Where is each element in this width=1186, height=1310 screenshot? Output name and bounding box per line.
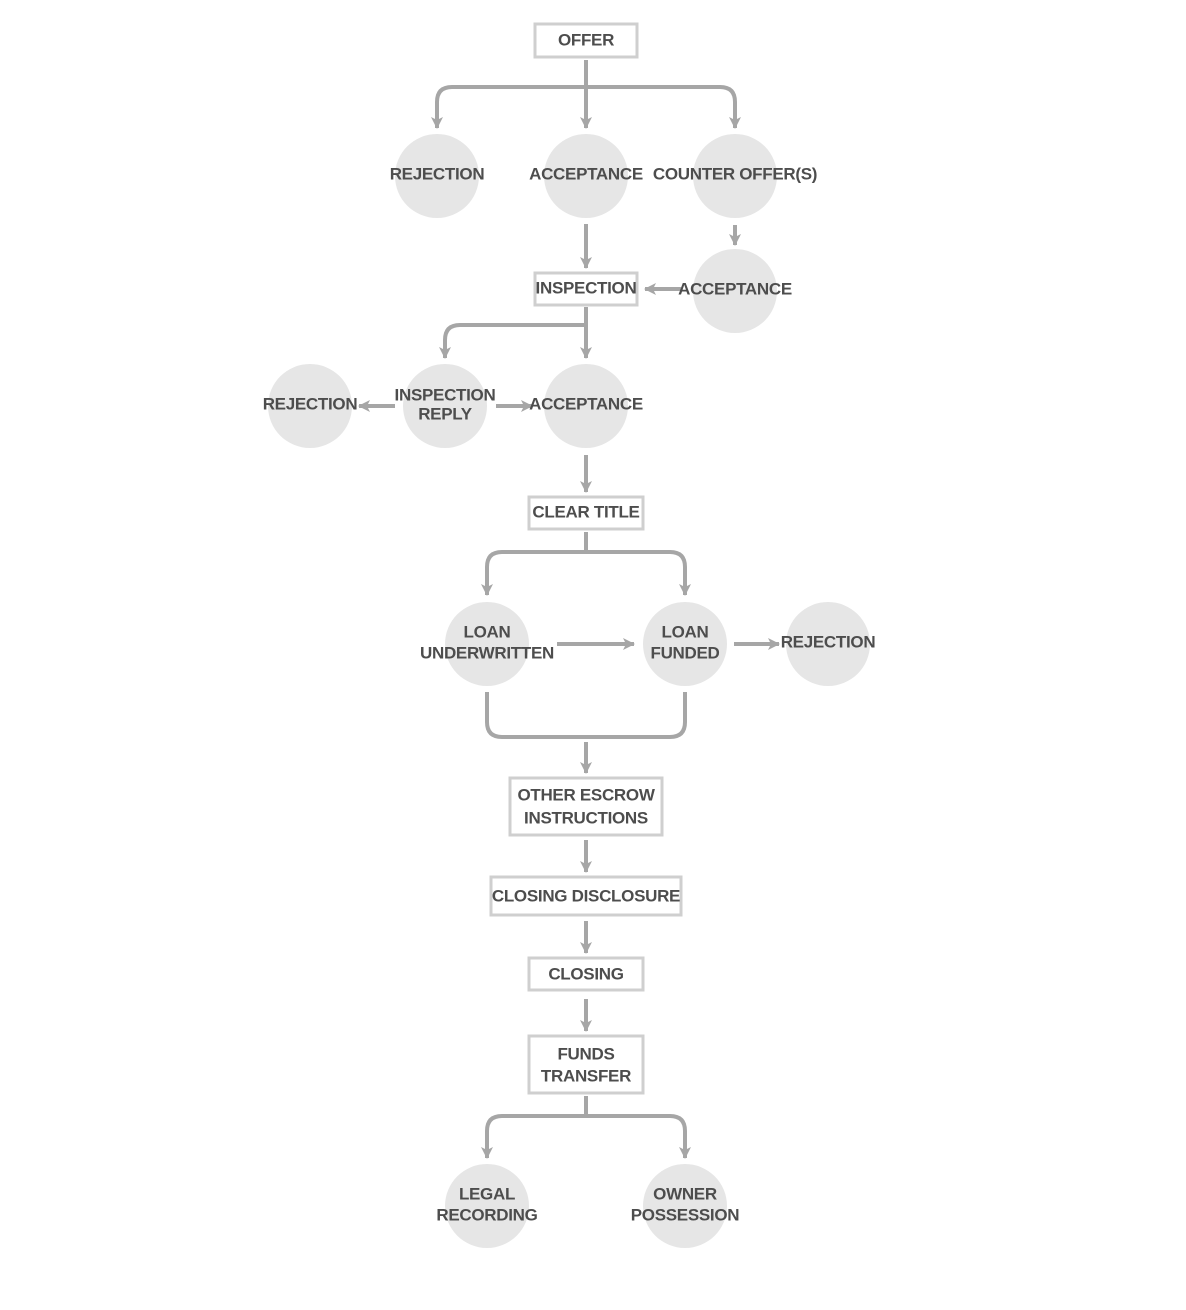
connector-title-to-underwritten [481, 550, 586, 596]
connector-offer-to-counter-offers [586, 85, 741, 129]
node-inspection-label: INSPECTION [536, 278, 637, 297]
node-inspection-reply: INSPECTION REPLY [395, 364, 496, 448]
node-closing: CLOSING [527, 956, 645, 992]
node-funds-transfer-label-line2: TRANSFER [541, 1066, 631, 1085]
connector-offer-to-rejection [431, 85, 586, 129]
node-acceptance-2: ACCEPTANCE [678, 249, 792, 333]
node-other-escrow-label-line2: INSTRUCTIONS [524, 808, 648, 827]
node-closing-disclosure: CLOSING DISCLOSURE [489, 875, 683, 917]
node-acceptance-1: ACCEPTANCE [529, 134, 643, 218]
node-rejection-2-label: REJECTION [263, 394, 358, 413]
node-rejection-3: REJECTION [781, 602, 876, 686]
node-offer: OFFER [533, 22, 639, 59]
node-acceptance-2-label: ACCEPTANCE [678, 279, 792, 298]
node-inspection-reply-label-line1: INSPECTION [395, 385, 496, 404]
connector-loan-merge [485, 692, 687, 739]
connectors [358, 60, 780, 1159]
node-legal-recording-label-line2: RECORDING [436, 1205, 537, 1224]
node-rejection-1: REJECTION [390, 134, 485, 218]
node-rejection-1-label: REJECTION [390, 164, 485, 183]
node-owner-possession-label-line1: OWNER [653, 1184, 717, 1203]
node-funds-transfer-label-line1: FUNDS [557, 1044, 614, 1063]
node-loan-funded: LOAN FUNDED [643, 602, 727, 686]
node-counter-offers: COUNTER OFFER(S) [653, 134, 817, 218]
connector-title-to-funded [586, 550, 691, 596]
node-other-escrow-instructions: OTHER ESCROW INSTRUCTIONS [508, 776, 664, 837]
node-rejection-2: REJECTION [263, 364, 358, 448]
node-acceptance-1-label: ACCEPTANCE [529, 164, 643, 183]
node-owner-possession-label-line2: POSSESSION [631, 1205, 740, 1224]
node-acceptance-3: ACCEPTANCE [529, 364, 643, 448]
node-funds-transfer: FUNDS TRANSFER [527, 1034, 645, 1095]
node-counter-offers-label: COUNTER OFFER(S) [653, 164, 817, 183]
node-closing-label: CLOSING [548, 964, 623, 983]
node-inspection: INSPECTION [533, 271, 639, 307]
node-offer-label: OFFER [558, 30, 614, 49]
node-acceptance-3-label: ACCEPTANCE [529, 394, 643, 413]
connector-funds-to-legal [481, 1114, 586, 1159]
node-legal-recording-label-line1: LEGAL [459, 1184, 515, 1203]
connector-inspection-to-reply [439, 323, 586, 359]
node-loan-funded-label-line2: FUNDED [650, 643, 719, 662]
node-other-escrow-label-line1: OTHER ESCROW [517, 785, 655, 804]
node-loan-underwritten-label-line1: LOAN [464, 622, 511, 641]
node-clear-title: CLEAR TITLE [527, 495, 645, 531]
connector-funds-to-owner [586, 1114, 691, 1159]
node-owner-possession: OWNER POSSESSION [631, 1164, 740, 1248]
node-closing-disclosure-label: CLOSING DISCLOSURE [492, 886, 680, 905]
node-loan-underwritten-label-line2: UNDERWRITTEN [420, 643, 554, 662]
node-clear-title-label: CLEAR TITLE [532, 502, 639, 521]
node-rejection-3-label: REJECTION [781, 632, 876, 651]
node-loan-funded-label-line1: LOAN [662, 622, 709, 641]
node-legal-recording: LEGAL RECORDING [436, 1164, 538, 1248]
node-inspection-reply-label-line2: REPLY [418, 404, 473, 423]
node-loan-underwritten: LOAN UNDERWRITTEN [420, 602, 554, 686]
